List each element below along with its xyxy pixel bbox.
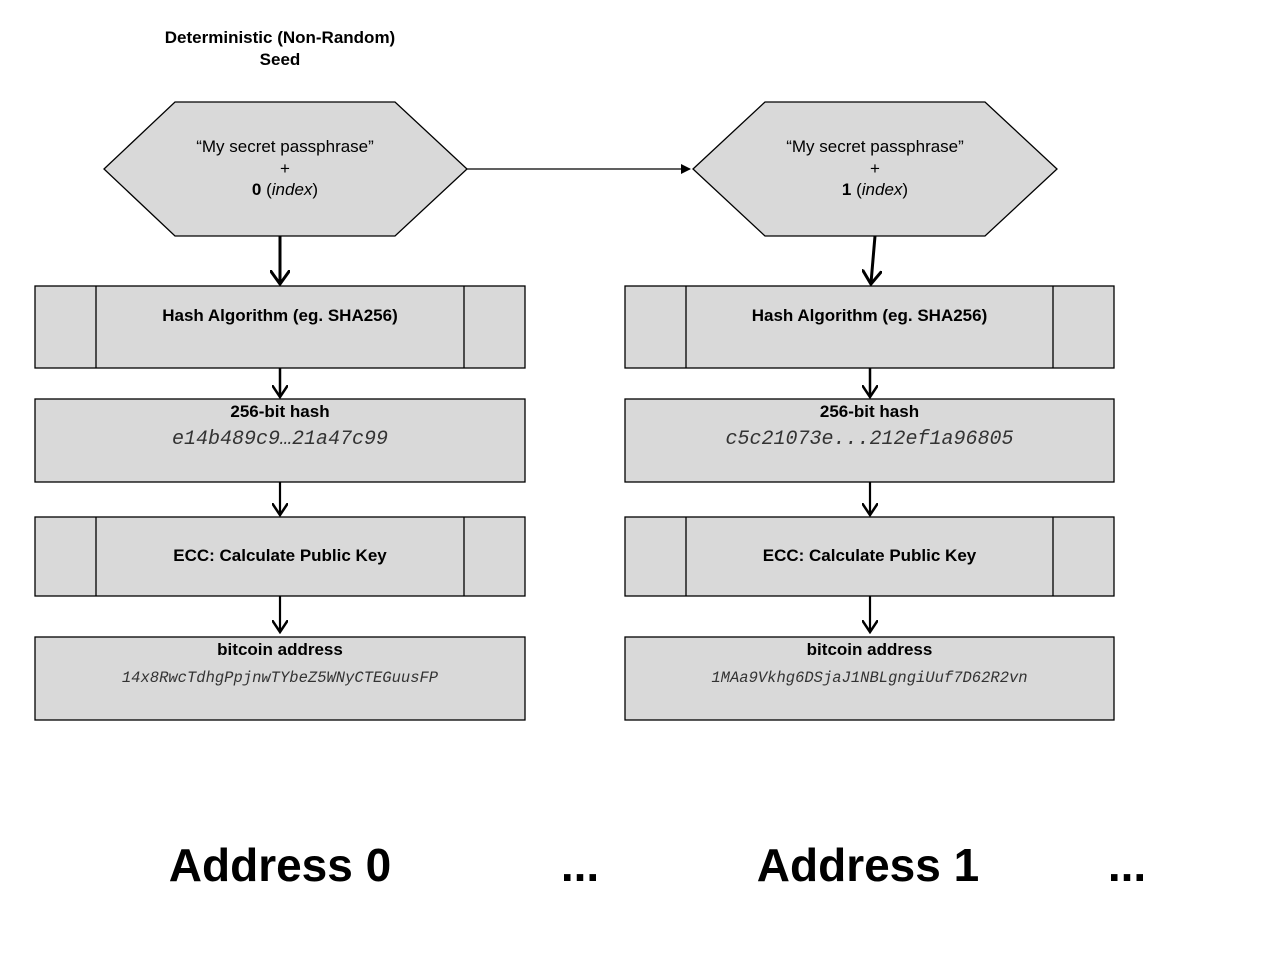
hash-process-box-1 [624,285,1115,369]
address-box-1 [624,636,1115,721]
seed-text-1: “My secret passphrase” + 1 (index) [725,136,1025,201]
address-value-1: 1MAa9Vkhg6DSjaJ1NBLgngiUuf7D62R2vn [711,669,1028,687]
address-box-0 [34,636,526,721]
ellipsis-0: ... [560,839,600,891]
ecc-process-box-0 [34,516,526,597]
seed-index: 1 (index) [725,179,1025,201]
hash-step-label-0: Hash Algorithm (eg. SHA256) [162,306,398,325]
seed-text-0: “My secret passphrase” + 0 (index) [135,136,435,201]
seed-plus: + [870,158,880,178]
index-open: ( [261,180,272,199]
ecc-step-label-1: ECC: Calculate Public Key [762,546,977,565]
hash-label-0: 256-bit hash [230,402,330,421]
hash-value-box-1 [624,398,1115,483]
address-label-0: bitcoin address [217,640,343,659]
seed-phrase: “My secret passphrase” [786,137,964,156]
seed-index: 0 (index) [135,179,435,201]
hash-step-label-1: Hash Algorithm (eg. SHA256) [751,306,988,325]
ecc-step-label-0: ECC: Calculate Public Key [173,546,387,565]
address-1-heading: Address 1 [756,839,980,891]
hash-value-box-0 [34,398,526,483]
index-value: 1 [841,180,852,199]
seed-plus: + [280,158,290,178]
ellipsis-1: ... [1107,839,1147,891]
seed-phrase: “My secret passphrase” [196,137,374,156]
index-word: index [861,180,903,199]
index-value: 0 [251,180,262,199]
arrow-seed-to-hash-1 [871,235,875,283]
index-open: ( [851,180,862,199]
address-label-1: bitcoin address [806,640,933,659]
index-word: index [271,180,313,199]
hash-value-1: c5c21073e...212ef1a96805 [725,428,1014,451]
index-close: ) [312,180,319,199]
seed-title: Deterministic (Non-Random) Seed [164,28,396,69]
seed-hexagon-1 [692,101,1058,237]
address-0-heading: Address 0 [168,839,392,891]
address-value-0: 14x8RwcTdhgPpjnwTYbeZ5WNyCTEGuusFP [121,669,439,687]
ecc-process-box-1 [624,516,1115,597]
hash-value-0: e14b489c9…21a47c99 [171,428,389,451]
hash-process-box-0 [34,285,526,369]
hash-label-1: 256-bit hash [819,402,920,421]
index-close: ) [902,180,909,199]
